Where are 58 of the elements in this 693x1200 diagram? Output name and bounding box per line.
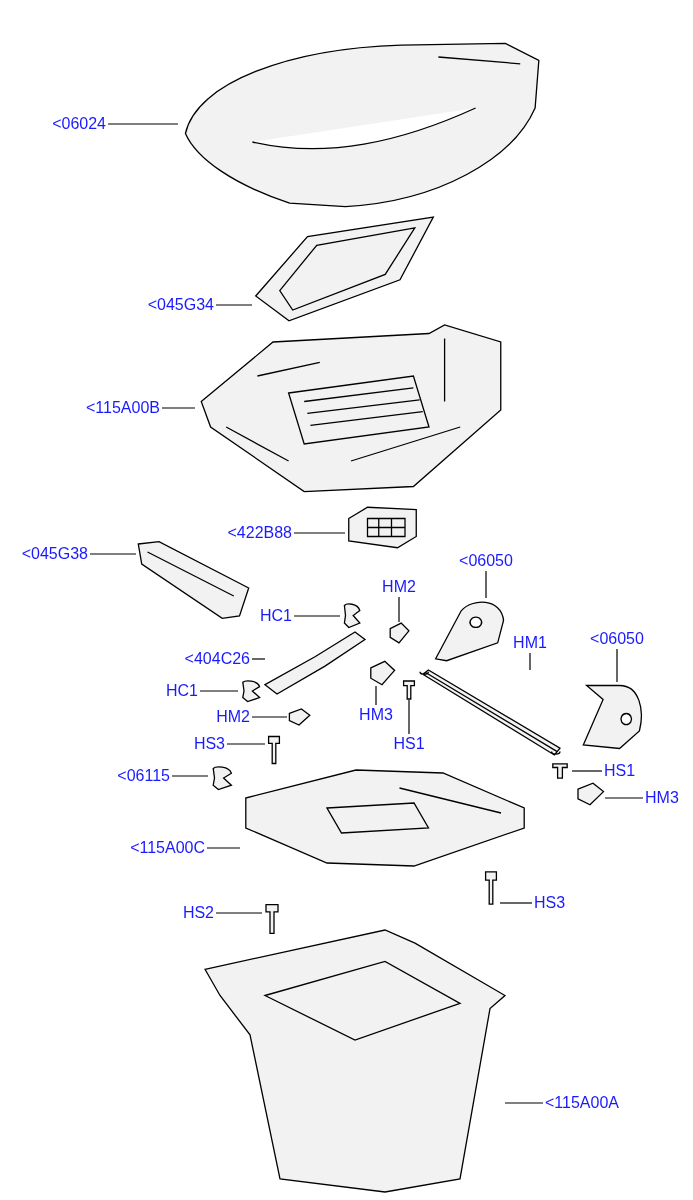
screw-drawing [400, 680, 418, 700]
leader-line [398, 596, 400, 623]
leader-line [215, 912, 263, 914]
leader-line [499, 902, 533, 904]
leader-line [529, 652, 531, 671]
leader-line [89, 553, 137, 555]
part-number: HM3 [359, 706, 393, 724]
leader-line [206, 847, 241, 849]
part-number: HS1 [393, 735, 425, 753]
handle-drawing [136, 540, 251, 620]
part-number: HS1 [604, 762, 636, 780]
gas-strut-drawing [265, 632, 365, 694]
part-number: <045G38 [21, 545, 88, 563]
leader-line [226, 743, 266, 745]
part-number: <422B88 [227, 524, 292, 542]
leader-line [604, 797, 644, 799]
leader-line [215, 304, 253, 306]
screw-drawing [482, 870, 500, 906]
leader-line [485, 570, 487, 599]
part-number: <404C26 [184, 650, 250, 668]
part-number: HM3 [645, 789, 679, 807]
part-number: <06050 [459, 552, 513, 570]
grille-panel-drawing [252, 215, 437, 323]
part-number: HM2 [216, 708, 250, 726]
part-number: <115A00A [545, 1094, 619, 1112]
part-number: <06024 [52, 115, 106, 133]
part-number: <045G34 [147, 296, 214, 314]
part-number: <06050 [590, 630, 644, 648]
storage-bin-drawing [205, 930, 505, 1192]
part-number: HS3 [193, 735, 225, 753]
bracket-drawing [345, 505, 420, 550]
leader-line [293, 532, 346, 534]
leader-line [251, 716, 288, 718]
leader-line [171, 775, 209, 777]
screw-drawing [265, 735, 283, 765]
leader-line [375, 685, 377, 706]
screw-drawing [262, 903, 282, 935]
pin-drawing [575, 782, 605, 806]
leader-line [107, 123, 179, 125]
leader-line [408, 699, 410, 735]
leader-line [504, 1102, 544, 1104]
part-number: HS3 [534, 894, 566, 912]
part-number: <115A00C [130, 839, 205, 857]
part-number: HM2 [382, 578, 416, 596]
pin-drawing [287, 708, 311, 726]
part-number: HS2 [182, 904, 214, 922]
part-number: HM1 [513, 634, 547, 652]
leader-line [571, 770, 603, 772]
part-number: HC1 [260, 607, 292, 625]
part-number: HC1 [166, 682, 198, 700]
leader-line [251, 658, 266, 660]
part-number: <115A00B [86, 399, 160, 417]
leader-line [199, 690, 239, 692]
part-number: <06115 [117, 767, 170, 785]
leader-line [616, 648, 618, 683]
pin-drawing [368, 660, 396, 686]
leader-line [161, 407, 196, 409]
pin-drawing [388, 622, 410, 644]
